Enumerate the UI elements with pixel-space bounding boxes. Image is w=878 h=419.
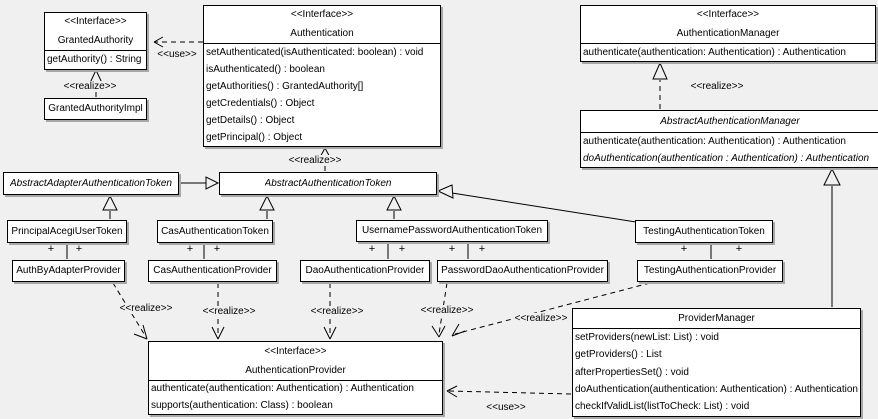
class-name: GrantedAuthority xyxy=(57,34,134,46)
method: getDetails() : Object xyxy=(206,114,295,126)
edge-gen-abstractadaptertoken[interactable] xyxy=(180,176,220,190)
class-name: GrantedAuthorityImpl xyxy=(48,104,143,114)
edge-use-authentication-grantedauthority[interactable] xyxy=(153,36,203,48)
class-name: TestingAuthenticationProvider xyxy=(643,266,777,276)
association-end-plus: + xyxy=(75,243,83,255)
class-header: <<Interface>> GrantedAuthority xyxy=(45,13,146,51)
edge-gen-testingtoken[interactable] xyxy=(436,184,637,223)
edge-gen-castoken[interactable] xyxy=(259,194,275,219)
class-granted-authority-impl[interactable]: GrantedAuthorityImpl xyxy=(44,98,147,120)
class-header: AbstractAuthenticationManager xyxy=(581,111,878,133)
method: getPrincipal() : Object xyxy=(206,131,303,143)
edge-gen-usernamepasswordtoken[interactable] xyxy=(386,194,402,219)
method: doAuthentication(authentication : Authen… xyxy=(583,152,870,164)
edge-gen-principaltoken[interactable] xyxy=(102,194,118,219)
edge-realize-testingprovider[interactable] xyxy=(451,282,651,337)
method: afterPropertiesSet() : void xyxy=(575,366,689,378)
association-end-plus: + xyxy=(213,243,221,255)
method: doAuthentication(authentication: Authent… xyxy=(575,383,858,395)
edge-realize-abstractauthenticationmanager[interactable] xyxy=(652,61,668,109)
class-provider-manager[interactable]: ProviderManager setProviders(newList: Li… xyxy=(572,308,861,417)
class-name: AuthByAdapterProvider xyxy=(16,266,121,276)
class-authentication[interactable]: <<Interface>> Authentication setAuthenti… xyxy=(203,5,441,147)
class-header: ProviderManager xyxy=(573,309,860,329)
class-testing-authentication-token[interactable]: TestingAuthenticationToken xyxy=(635,220,773,243)
class-cas-authentication-provider[interactable]: CasAuthenticationProvider xyxy=(148,260,277,282)
method: getProviders() : List xyxy=(575,349,662,361)
realize-label: <<realize>> xyxy=(418,305,476,316)
class-name: Authentication xyxy=(290,27,354,39)
class-password-dao-authentication-provider[interactable]: PasswordDaoAuthenticationProvider xyxy=(437,260,608,282)
class-name: AuthenticationManager xyxy=(676,27,780,39)
class-header: <<Interface>> AuthenticationManager xyxy=(581,6,875,44)
class-name: DaoAuthenticationProvider xyxy=(305,266,425,276)
association-end-plus: + xyxy=(186,243,194,255)
realize-label: <<realize>> xyxy=(61,81,119,92)
stereotype: <<Interface>> xyxy=(290,9,354,21)
method: setAuthenticated(isAuthenticated: boolea… xyxy=(206,46,424,58)
stereotype: <<Interface>> xyxy=(264,345,327,357)
class-abstract-authentication-token[interactable]: AbstractAuthenticationToken xyxy=(219,172,437,195)
method: getAuthorities() : GrantedAuthority[] xyxy=(206,80,364,92)
realize-label: <<realize>> xyxy=(286,155,344,166)
use-label: <<use>> xyxy=(484,402,528,413)
realize-label: <<realize>> xyxy=(308,306,366,317)
class-abstract-adapter-authentication-token[interactable]: AbstractAdapterAuthenticationToken xyxy=(3,172,179,195)
class-granted-authority[interactable]: <<Interface>> GrantedAuthority getAuthor… xyxy=(44,12,147,70)
edge-use-providermanager[interactable] xyxy=(446,385,572,398)
class-abstract-authentication-manager[interactable]: AbstractAuthenticationManager authentica… xyxy=(580,110,878,168)
realize-label: <<realize>> xyxy=(117,303,175,314)
class-principal-acegi-user-token[interactable]: PrincipalAcegiUserToken xyxy=(7,220,127,243)
method: authenticate(authentication: Authenticat… xyxy=(151,383,414,395)
realize-label: <<realize>> xyxy=(200,306,258,317)
method: checkIfValidList(listToCheck: List) : vo… xyxy=(575,401,750,413)
edge-realize-passworddaoprovider[interactable] xyxy=(431,282,448,338)
class-testing-authentication-provider[interactable]: TestingAuthenticationProvider xyxy=(637,260,783,282)
class-name: UsernamePasswordAuthenticationToken xyxy=(361,226,543,236)
class-name: AbstractAuthenticationToken xyxy=(264,178,392,189)
stereotype: <<Interface>> xyxy=(696,9,760,21)
method: authenticate(authentication: Authenticat… xyxy=(583,135,846,147)
class-name: PrincipalAcegiUserToken xyxy=(11,226,123,237)
class-header: <<Interface>> AuthenticationProvider xyxy=(149,342,442,381)
association-end-plus: + xyxy=(398,243,406,255)
class-authentication-provider[interactable]: <<Interface>> AuthenticationProvider aut… xyxy=(148,341,443,415)
association-end-plus: + xyxy=(368,243,376,255)
method: isAuthenticated() : boolean xyxy=(206,63,325,75)
class-name: ProviderManager xyxy=(678,312,755,324)
method: setProviders(newList: List) : void xyxy=(575,331,719,343)
edge-gen-providermanager[interactable] xyxy=(823,167,841,307)
use-label: <<use>> xyxy=(155,49,199,60)
association-end-plus: + xyxy=(448,243,456,255)
association-end-plus: + xyxy=(735,243,743,255)
association-end-plus: + xyxy=(47,243,55,255)
class-name: AbstractAuthenticationManager xyxy=(660,115,800,127)
class-header: <<Interface>> Authentication xyxy=(204,6,440,44)
class-auth-by-adapter-provider[interactable]: AuthByAdapterProvider xyxy=(12,260,125,282)
class-dao-authentication-provider[interactable]: DaoAuthenticationProvider xyxy=(300,260,430,282)
association-end-plus: + xyxy=(478,243,486,255)
class-name: AuthenticationProvider xyxy=(245,364,346,376)
stereotype: <<Interface>> xyxy=(64,16,127,28)
realize-label: <<realize>> xyxy=(688,81,746,92)
class-cas-authentication-token[interactable]: CasAuthenticationToken xyxy=(157,220,273,243)
class-name: CasAuthenticationProvider xyxy=(153,266,272,276)
realize-label: <<realize>> xyxy=(512,313,570,324)
method: authenticate(authentication: Authenticat… xyxy=(583,46,846,58)
method: getCredentials() : Object xyxy=(206,97,315,109)
class-name: PasswordDaoAuthenticationProvider xyxy=(441,266,604,276)
method: supports(authentication: Class) : boolea… xyxy=(151,399,333,411)
class-name: TestingAuthenticationToken xyxy=(643,226,765,237)
class-authentication-manager[interactable]: <<Interface>> AuthenticationManager auth… xyxy=(580,5,876,62)
class-name: AbstractAdapterAuthenticationToken xyxy=(10,178,172,189)
class-name: CasAuthenticationToken xyxy=(161,226,269,237)
association-end-plus: + xyxy=(680,243,688,255)
method: getAuthority() : String xyxy=(47,54,142,65)
class-username-password-authentication-token[interactable]: UsernamePasswordAuthenticationToken xyxy=(356,220,548,242)
